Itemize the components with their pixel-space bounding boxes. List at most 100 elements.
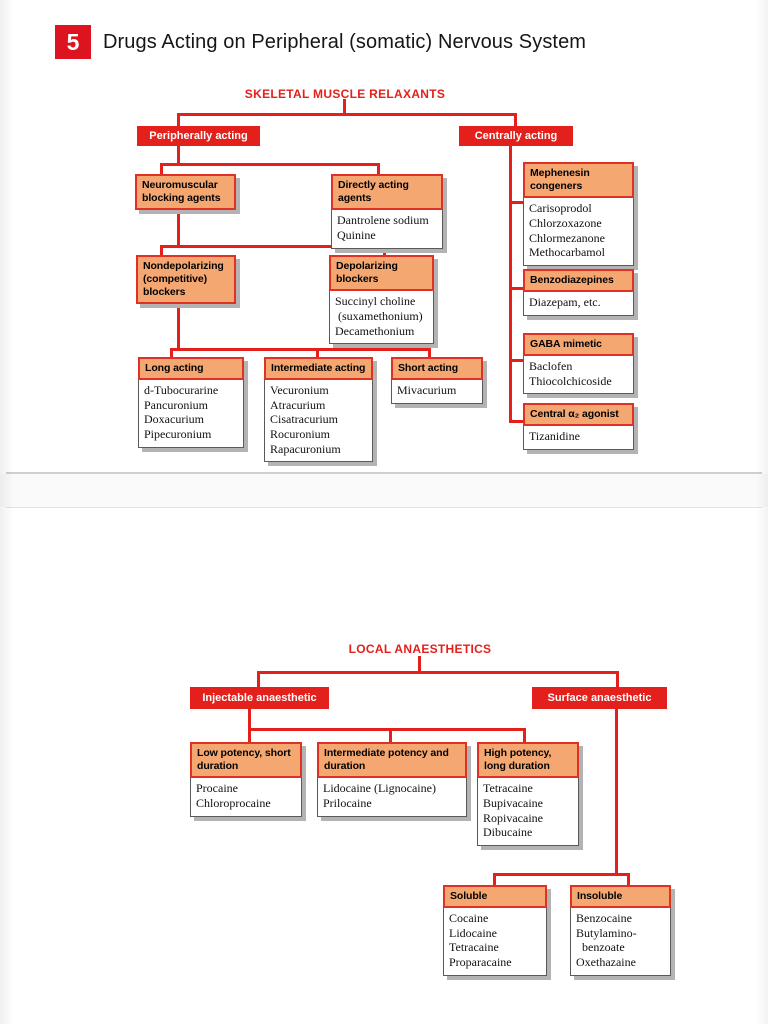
drug-list-item: Chlormezanone xyxy=(529,230,605,245)
drug-list-item: Vecuronium xyxy=(270,383,329,398)
connector-line xyxy=(160,163,163,176)
box-header: Insoluble xyxy=(570,885,671,909)
connector-line xyxy=(316,348,319,360)
drug-list-item: Benzocaine xyxy=(576,911,632,926)
drug-list-item: Atracurium xyxy=(270,397,326,412)
box-intermediate-potency-duration: Intermediate potency and duration Lidoca… xyxy=(317,742,467,817)
section-divider-band xyxy=(0,474,768,507)
connector-line xyxy=(383,245,386,258)
drug-list-item: Cocaine xyxy=(449,911,489,926)
connector-line xyxy=(248,707,251,731)
drug-list-item: Bupivacaine xyxy=(483,795,543,810)
branch-injectable-anaesthetic: Injectable anaesthetic xyxy=(190,687,329,709)
box-header: Soluble xyxy=(443,885,547,909)
section-divider-line xyxy=(6,472,762,474)
box-benzodiazepines: Benzodiazepines Diazepam, etc. xyxy=(523,269,634,316)
connector-line xyxy=(377,163,380,176)
box-header: Nondepolarizing (competitive) blockers xyxy=(136,255,236,305)
drug-list-item: Ropivacaine xyxy=(483,810,543,825)
connector-line xyxy=(514,113,517,127)
drug-list-item: Prilocaine xyxy=(323,795,372,810)
box-header: Central α₂ agonist xyxy=(523,403,634,427)
box-directly-acting-agents: Directly acting agents Dantrolene sodium… xyxy=(331,174,443,249)
connector-line xyxy=(418,656,421,674)
connector-line xyxy=(170,348,173,360)
connector-line xyxy=(509,201,525,204)
chart2-title: LOCAL ANAESTHETICS xyxy=(348,642,492,656)
box-header: Directly acting agents xyxy=(331,174,443,211)
drug-list-item: Doxacurium xyxy=(144,412,204,427)
connector-line xyxy=(509,145,512,423)
box-short-acting: Short acting Mivacurium xyxy=(391,357,483,404)
drug-list-item: Tizanidine xyxy=(529,429,580,444)
box-header: Intermediate potency and duration xyxy=(317,742,467,779)
connector-line xyxy=(177,296,180,351)
connector-line xyxy=(177,145,180,165)
drug-list-item: Dibucaine xyxy=(483,825,533,840)
drug-list-item: Mivacurium xyxy=(397,383,457,398)
drug-list-item: Proparacaine xyxy=(449,955,512,969)
connector-line xyxy=(509,420,525,423)
drug-list-item: Pipecuronium xyxy=(144,427,212,441)
connector-line xyxy=(160,245,163,258)
drug-list-item: Lidocaine (Lignocaine) xyxy=(323,781,436,796)
box-header: Short acting xyxy=(391,357,483,381)
page-title: Drugs Acting on Peripheral (somatic) Ner… xyxy=(103,31,587,53)
section-divider-line xyxy=(6,507,762,508)
drug-list-item: (suxamethonium) xyxy=(335,308,423,323)
drug-list-item: Tetracaine xyxy=(483,781,533,796)
drug-list-item: Rapacuronium xyxy=(270,441,341,456)
connector-line xyxy=(177,113,180,127)
box-header: Long acting xyxy=(138,357,244,381)
drug-list-item: Lidocaine xyxy=(449,925,497,940)
drug-list-item: Dantrolene sodium xyxy=(337,213,429,228)
connector-line xyxy=(523,728,526,743)
connector-line xyxy=(428,348,431,360)
box-header: GABA mimetic xyxy=(523,333,634,357)
chart1-title: SKELETAL MUSCLE RELAXANTS xyxy=(244,87,446,101)
chapter-number-badge: 5 xyxy=(55,25,91,59)
box-drug-list: Lidocaine (Lignocaine)Prilocaine xyxy=(317,778,467,817)
connector-line xyxy=(389,728,392,743)
connector-line xyxy=(248,728,251,743)
drug-list-item: d-Tubocurarine xyxy=(144,383,219,398)
drug-list-item: Chloroprocaine xyxy=(196,795,271,810)
box-header: Benzodiazepines xyxy=(523,269,634,293)
connector-line xyxy=(177,200,180,248)
drug-list-item: Succinyl choline xyxy=(335,294,416,309)
connector-line xyxy=(170,348,431,351)
box-header: High potency, long duration xyxy=(477,742,579,779)
drug-list-item: Chlorzoxazone xyxy=(529,215,602,230)
box-header: Intermediate acting xyxy=(264,357,373,381)
box-neuromuscular-blocking-agents: Neuromuscular blocking agents xyxy=(135,174,236,211)
box-depolarizing-blockers: Depolarizing blockers Succinyl choline (… xyxy=(329,255,434,345)
drug-list-item: Tetracaine xyxy=(449,940,499,955)
branch-peripherally-acting: Peripherally acting xyxy=(137,126,260,146)
drug-list-item: Carisoprodol xyxy=(529,201,592,216)
drug-list-item: Baclofen xyxy=(529,359,573,374)
box-drug-list: Diazepam, etc. xyxy=(523,292,634,316)
connector-line xyxy=(177,113,517,116)
drug-list-item: Cisatracurium xyxy=(270,412,338,427)
drug-list-item: Oxethazaine xyxy=(576,955,636,969)
connector-line xyxy=(160,245,386,248)
connector-line xyxy=(509,359,525,362)
drug-list-item: Methocarbamol xyxy=(529,245,605,260)
drug-list-item: Butylamino- xyxy=(576,925,637,940)
connector-line xyxy=(257,671,260,688)
box-central-alpha2-agonist: Central α₂ agonist Tizanidine xyxy=(523,403,634,450)
box-drug-list: Mivacurium xyxy=(391,380,483,404)
page-edge-shade xyxy=(0,0,14,1024)
drug-list-item: benzoate xyxy=(576,940,625,955)
